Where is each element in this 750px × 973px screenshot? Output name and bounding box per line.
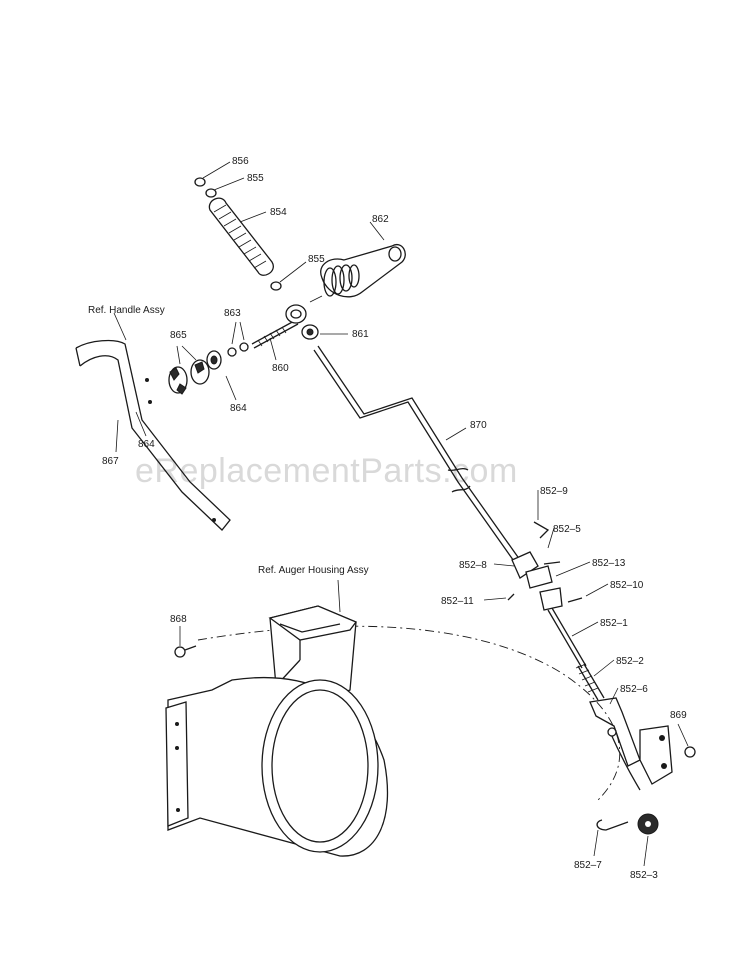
label-869: 869 (670, 710, 687, 721)
ref-auger-housing-assy-label: Ref. Auger Housing Assy (258, 565, 369, 576)
label-860: 860 (272, 363, 289, 374)
part-865-knobs (168, 345, 222, 395)
label-852-3: 852–3 (630, 870, 658, 881)
leader-lines (115, 161, 689, 867)
part-870-rod (313, 345, 521, 565)
label-852-7: 852–7 (574, 860, 602, 871)
part-852-shift-mechanism (507, 521, 696, 835)
label-868: 868 (170, 614, 187, 625)
label-867: 867 (102, 456, 119, 467)
part-854-grip (208, 197, 274, 276)
label-864-left: 864 (138, 439, 155, 450)
part-862-handle-end (309, 243, 406, 303)
part-861-bushing (285, 304, 319, 340)
label-865: 865 (170, 330, 187, 341)
ref-handle-assy-label: Ref. Handle Assy (88, 305, 165, 316)
part-868-bolt (174, 645, 197, 658)
label-855-lower: 855 (308, 254, 325, 265)
label-863: 863 (224, 308, 241, 319)
auger-housing (165, 605, 389, 857)
part-863-hardware (227, 319, 299, 357)
part-labels: Ref. Handle Assy Ref. Auger Housing Assy… (88, 156, 687, 881)
part-856-855-washers (194, 177, 282, 291)
label-852-5: 852–5 (553, 524, 581, 535)
label-870: 870 (470, 420, 487, 431)
label-852-8: 852–8 (459, 560, 487, 571)
label-856: 856 (232, 156, 249, 167)
label-861: 861 (352, 329, 369, 340)
label-852-10: 852–10 (610, 580, 644, 591)
label-852-11: 852–11 (441, 596, 474, 607)
label-852-6: 852–6 (620, 684, 648, 695)
label-855-top: 855 (247, 173, 264, 184)
label-852-9: 852–9 (540, 486, 568, 497)
label-852-13: 852–13 (592, 558, 626, 569)
label-854: 854 (270, 207, 287, 218)
handle-assembly (75, 312, 231, 531)
label-852-1: 852–1 (600, 618, 628, 629)
label-852-2: 852–2 (616, 656, 644, 667)
watermark: eReplacementParts.com (135, 452, 518, 490)
label-864-right: 864 (230, 403, 247, 414)
label-862: 862 (372, 214, 389, 225)
